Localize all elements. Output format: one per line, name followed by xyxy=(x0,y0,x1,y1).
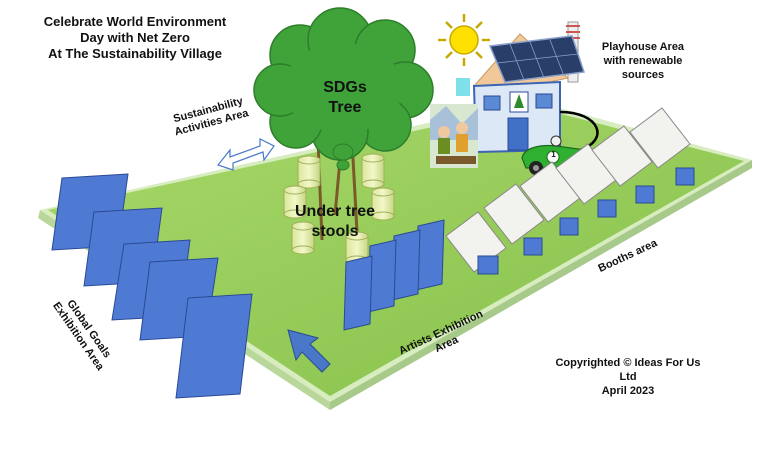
sun-icon xyxy=(438,14,490,66)
global-goals-panels xyxy=(51,173,253,399)
booth-panel xyxy=(591,125,653,187)
stool xyxy=(361,153,385,189)
title-line: Day with Net Zero xyxy=(80,30,190,45)
booth-cube xyxy=(477,255,499,275)
stool xyxy=(283,185,307,219)
page-title: Celebrate World Environment Day with Net… xyxy=(20,14,250,62)
tree-label: SDGs Tree xyxy=(323,79,367,116)
kids-illustration xyxy=(430,104,478,168)
artists-panels xyxy=(343,219,445,331)
booth-panel xyxy=(483,183,545,245)
booth-cube xyxy=(523,237,543,256)
global-panel xyxy=(175,293,253,399)
artist-panel xyxy=(343,255,373,331)
booth-panel xyxy=(629,107,691,169)
booth-cubes xyxy=(477,167,695,275)
booth-cube xyxy=(559,217,579,236)
stool xyxy=(371,187,395,221)
up-arrow-icon xyxy=(287,329,331,373)
stool xyxy=(291,221,315,255)
car-number: 1 xyxy=(551,150,556,159)
copyright-notice: Copyrighted © Ideas For Us Ltd April 202… xyxy=(555,357,701,397)
sdgs-tree-canopy xyxy=(253,7,434,161)
booth-cube xyxy=(635,185,655,204)
title-line: At The Sustainability Village xyxy=(48,46,222,61)
under-tree-stools xyxy=(283,153,395,265)
artist-panel xyxy=(367,239,397,313)
booth-cube xyxy=(675,167,695,186)
playhouse xyxy=(456,33,586,154)
hanging-fruit xyxy=(332,143,354,171)
stools-label: Under tree stools xyxy=(294,203,376,240)
title-line: Celebrate World Environment xyxy=(43,14,227,29)
booth-cube xyxy=(597,199,617,218)
stool xyxy=(297,155,321,189)
double-arrow-icon xyxy=(216,138,275,171)
playhouse-area-label: Playhouse Area with renewable sources xyxy=(601,41,685,81)
